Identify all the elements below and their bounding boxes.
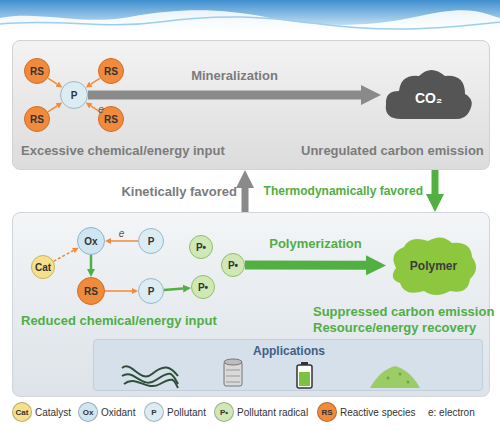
species-circle: P <box>60 81 88 109</box>
arrow-connector <box>111 240 138 242</box>
legend-swatch: P <box>144 402 164 422</box>
node-text: RS <box>25 107 49 131</box>
arrow-connector <box>242 188 249 212</box>
arrow-connector <box>245 261 366 270</box>
species-circle: P <box>138 278 164 304</box>
battery-icon <box>297 362 312 388</box>
legend-abbreviation: Ox <box>79 403 97 421</box>
water-ripple <box>0 17 500 29</box>
legend-abbreviation: RS <box>318 403 336 421</box>
powder-grain <box>407 381 410 384</box>
species-circle: RS <box>24 58 50 84</box>
arrow-connector <box>48 106 57 112</box>
node-text: Suppressed carbon emission <box>313 304 494 319</box>
arrow-connector <box>88 91 361 100</box>
node-text: Cat <box>32 256 54 278</box>
species-circle: P• <box>189 235 213 259</box>
legend-swatch: Cat <box>12 402 32 422</box>
species-circle: P• <box>191 275 215 299</box>
node-text: P <box>139 229 163 253</box>
fiber-icon <box>122 366 178 388</box>
powder-grain <box>387 377 390 380</box>
node-text: Unregulated carbon emission <box>301 143 484 158</box>
node-text: RS <box>99 107 123 131</box>
legend-swatch: RS <box>317 402 337 422</box>
applications-box: Applications <box>93 339 483 391</box>
species-circle: RS <box>24 106 50 132</box>
powder-grain <box>399 373 402 376</box>
node-text: P• <box>190 236 212 258</box>
species-circle: Cat <box>31 255 55 279</box>
node-text: Polymer <box>386 233 481 298</box>
legend-abbreviation: Cat <box>13 403 31 421</box>
arrow-connector <box>91 78 100 84</box>
battery-terminal <box>301 362 308 365</box>
battery-body <box>297 365 312 388</box>
species-circle: P <box>138 228 164 254</box>
powder-icon <box>370 366 420 388</box>
node-text: CO₂ <box>381 64 476 126</box>
filter-cap <box>224 359 242 365</box>
legend-abbreviation: P• <box>215 403 233 421</box>
node-text: RS <box>78 278 104 304</box>
node-text: Excessive chemical/energy input <box>21 143 225 158</box>
water-wave <box>0 10 500 40</box>
species-circle: P• <box>221 253 245 277</box>
filter-icon <box>224 359 242 386</box>
edge-label: Kinetically favored <box>121 184 237 199</box>
fiber-strand <box>124 380 178 388</box>
arrow-connector <box>432 170 439 194</box>
node-text: RS <box>25 59 49 83</box>
node-text: P <box>61 82 87 108</box>
arrow-connector <box>48 78 57 84</box>
filter-ridge <box>226 376 240 377</box>
filter-ridge <box>226 382 240 383</box>
node-text: Reduced chemical/energy input <box>21 313 217 328</box>
arrow-connector <box>164 289 183 290</box>
species-circle: Ox <box>77 227 105 255</box>
legend-text: Reactive species <box>340 407 416 418</box>
fiber-strand <box>122 374 178 384</box>
node-text: Applications <box>94 344 484 358</box>
species-circle: RS <box>98 58 124 84</box>
node-text: Ox <box>78 228 104 254</box>
filter-body <box>224 362 242 386</box>
mineralization-panel: Excessive chemical/energy input Unregulat… <box>12 40 490 170</box>
species-circle: RS <box>98 106 124 132</box>
legend-text: Catalyst <box>35 407 71 418</box>
arrow-connector <box>54 251 74 262</box>
legend-abbreviation: P <box>145 403 163 421</box>
battery-charge <box>299 372 310 386</box>
node-text: P <box>139 279 163 303</box>
arrow-connector <box>90 255 93 269</box>
powder-pile <box>370 366 420 388</box>
legend-text: Pollutant <box>167 407 206 418</box>
co2-cloud: CO₂ <box>381 64 476 126</box>
node-text: Resource/energy recovery <box>313 320 476 335</box>
legend-text: Pollutant radical <box>237 407 308 418</box>
fiber-strand <box>122 366 178 376</box>
legend-swatch: P• <box>214 402 234 422</box>
arrow-connector <box>105 290 132 292</box>
node-text: P• <box>222 254 244 276</box>
arrow-connector <box>91 106 100 112</box>
polymer-blob: Polymer <box>386 233 481 298</box>
legend-text: Oxidant <box>101 407 135 418</box>
species-circle: RS <box>77 277 105 305</box>
legend-swatch: Ox <box>78 402 98 422</box>
polymerization-panel: Reduced chemical/energy inputSuppressed … <box>12 212 490 397</box>
filter-ridge <box>226 370 240 371</box>
node-text: RS <box>99 59 123 83</box>
node-text: P• <box>192 276 214 298</box>
edge-label: Thermodynamically favored <box>264 184 423 198</box>
legend-note: e: electron <box>428 407 475 418</box>
